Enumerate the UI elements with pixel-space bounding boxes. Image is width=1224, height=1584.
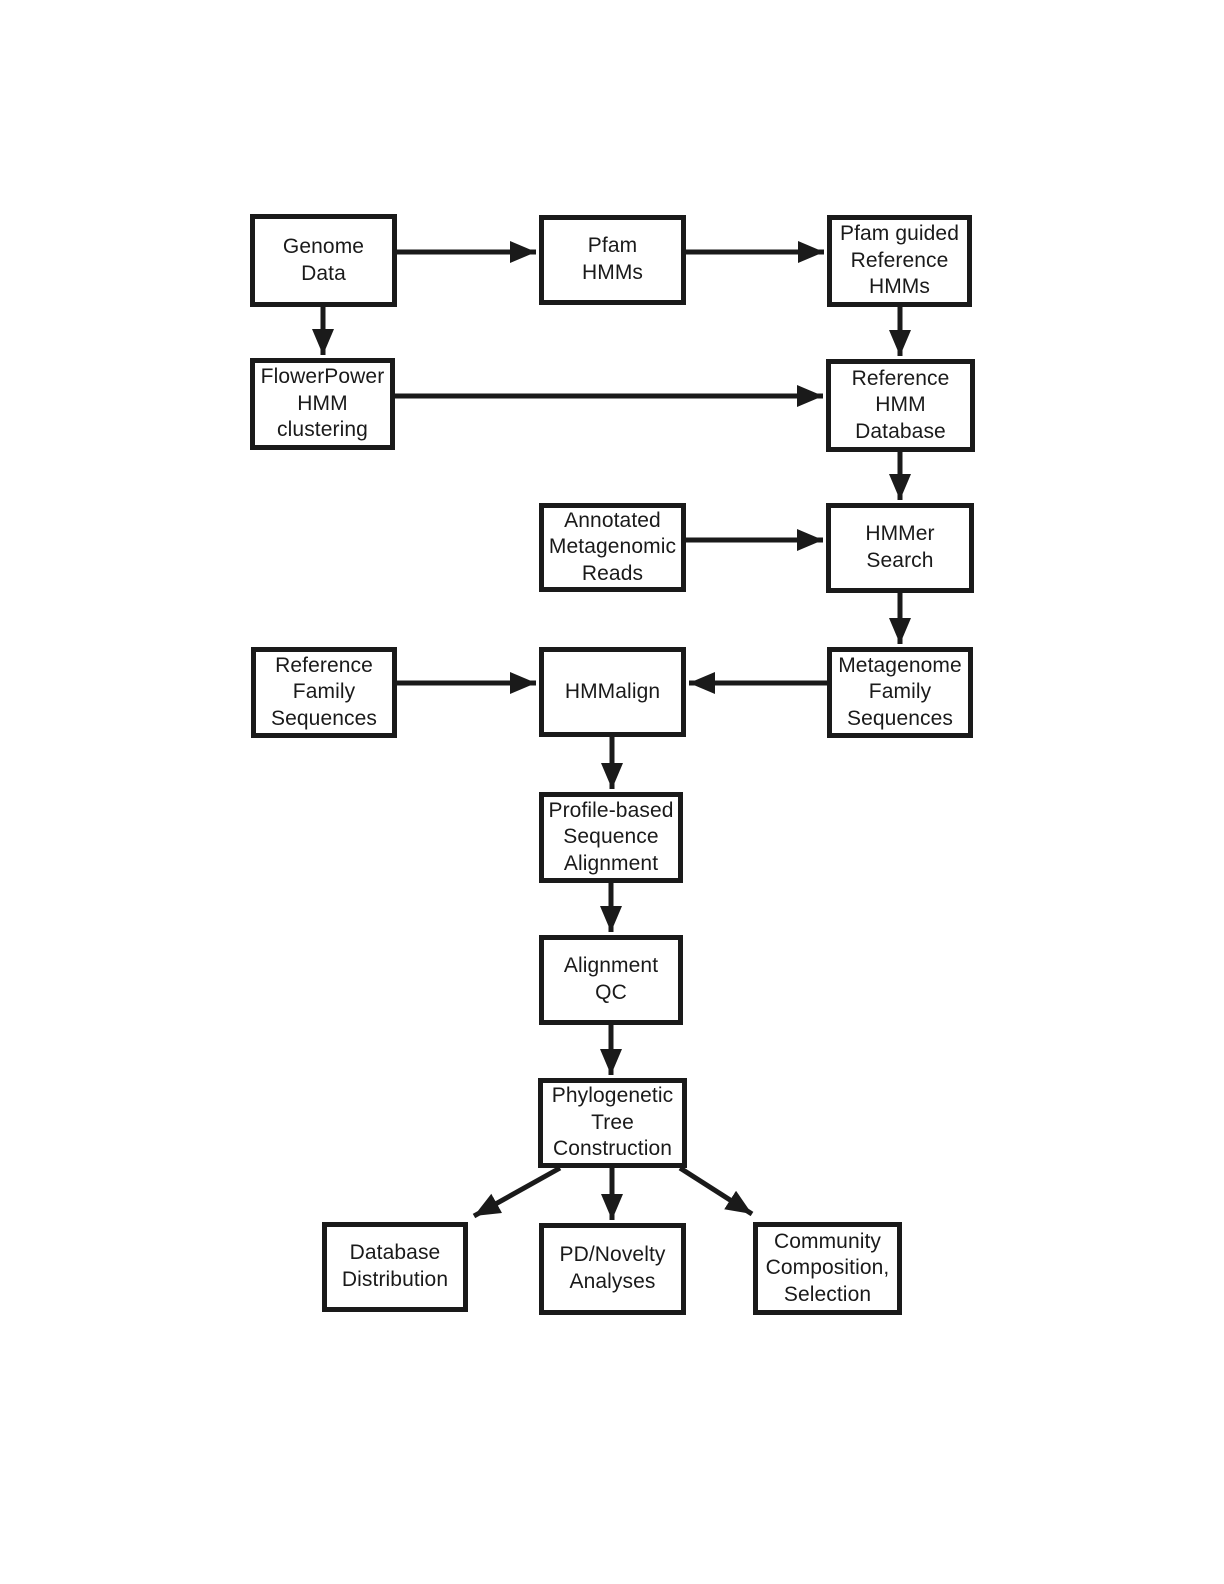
node-pfam-guided-reference-hmms: Pfam guided Reference HMMs	[827, 215, 972, 307]
node-database-distribution: Database Distribution	[322, 1222, 468, 1312]
node-annotated-metagenomic-reads: Annotated Metagenomic Reads	[539, 503, 686, 592]
edge-phylogenetic-tree-construction-to-database-distribution	[472, 1165, 562, 1219]
node-reference-hmm-database: Reference HMM Database	[826, 359, 975, 452]
node-flowerpower-hmm-clustering: FlowerPower HMM clustering	[250, 358, 395, 450]
node-genome-data: Genome Data	[250, 214, 397, 307]
node-hmmer-search: HMMer Search	[826, 503, 974, 593]
node-profile-based-sequence-alignment: Profile-based Sequence Alignment	[539, 792, 683, 883]
node-hmmalign: HMMalign	[539, 647, 686, 737]
node-reference-family-sequences: Reference Family Sequences	[251, 647, 397, 738]
node-metagenome-family-sequences: Metagenome Family Sequences	[827, 647, 973, 738]
node-phylogenetic-tree-construction: Phylogenetic Tree Construction	[538, 1078, 687, 1168]
node-community-composition-selection: Community Composition, Selection	[753, 1222, 902, 1315]
node-pfam-hmms: Pfam HMMs	[539, 215, 686, 305]
node-pd-novelty-analyses: PD/Novelty Analyses	[539, 1223, 686, 1315]
edge-phylogenetic-tree-construction-to-community-composition-selection	[678, 1165, 754, 1217]
node-alignment-qc: Alignment QC	[539, 935, 683, 1025]
